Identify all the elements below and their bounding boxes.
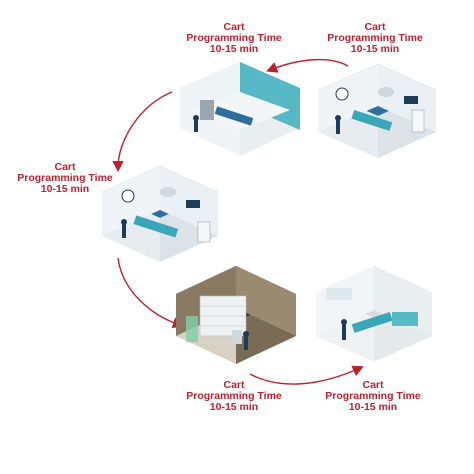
patient-room-1 bbox=[180, 62, 300, 156]
arrow-left-lower bbox=[117, 257, 184, 329]
operating-room-1 bbox=[318, 64, 436, 158]
arrow-left-down bbox=[112, 91, 173, 173]
patient-room-2 bbox=[316, 266, 432, 362]
pharmacy-room bbox=[176, 266, 296, 364]
arrow-bottom bbox=[249, 365, 364, 385]
arrow-top bbox=[266, 58, 349, 73]
operating-room-2 bbox=[102, 166, 218, 262]
